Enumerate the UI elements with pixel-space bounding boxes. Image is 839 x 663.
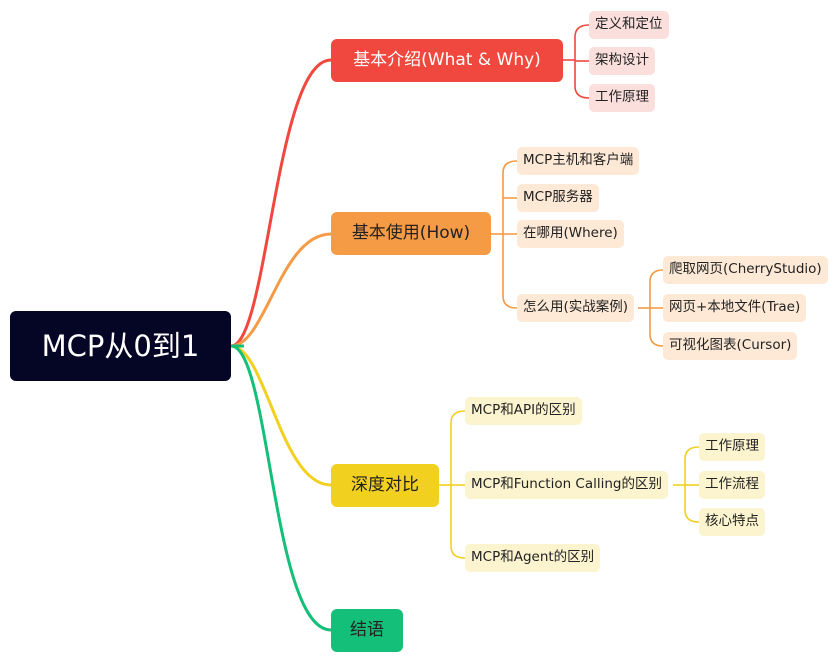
root-node[interactable]: MCP从0到1 [10, 311, 231, 381]
case-trae[interactable]: 网页+本地文件(Trae) [663, 294, 807, 322]
connector-function-calling-children [673, 446, 700, 523]
usage-child-server[interactable]: MCP服务器 [517, 184, 599, 212]
branch-intro[interactable]: 基本介绍(What & Why) [331, 39, 563, 82]
connector-intro-children [563, 24, 590, 99]
usage-child-where[interactable]: 在哪用(Where) [517, 220, 624, 248]
intro-child-principle[interactable]: 工作原理 [589, 84, 655, 112]
branch-conclusion[interactable]: 结语 [331, 609, 403, 652]
compare-child-api[interactable]: MCP和API的区别 [465, 397, 582, 425]
fc-child-features[interactable]: 核心特点 [699, 508, 765, 536]
usage-child-host-client[interactable]: MCP主机和客户端 [517, 147, 640, 175]
case-cursor[interactable]: 可视化图表(Cursor) [663, 332, 798, 360]
connector-usage-children [491, 160, 518, 309]
intro-child-definition[interactable]: 定义和定位 [589, 11, 669, 39]
connector-compare [230, 344, 332, 487]
branch-compare[interactable]: 深度对比 [331, 464, 439, 507]
connector-usage [230, 232, 332, 348]
case-cherrystudio[interactable]: 爬取网页(CherryStudio) [663, 256, 828, 284]
usage-child-how-cases[interactable]: 怎么用(实战案例) [517, 294, 635, 322]
fc-child-workflow[interactable]: 工作流程 [699, 471, 765, 499]
connector-conclusion [230, 344, 332, 632]
connector-compare-children [439, 410, 466, 559]
compare-child-agent[interactable]: MCP和Agent的区别 [465, 544, 601, 572]
branch-usage[interactable]: 基本使用(How) [331, 212, 491, 255]
connector-intro [230, 58, 332, 348]
intro-child-architecture[interactable]: 架构设计 [589, 47, 655, 75]
compare-child-function-calling[interactable]: MCP和Function Calling的区别 [465, 471, 669, 499]
connector-usage-cases [638, 269, 664, 347]
fc-child-principle[interactable]: 工作原理 [699, 433, 765, 461]
